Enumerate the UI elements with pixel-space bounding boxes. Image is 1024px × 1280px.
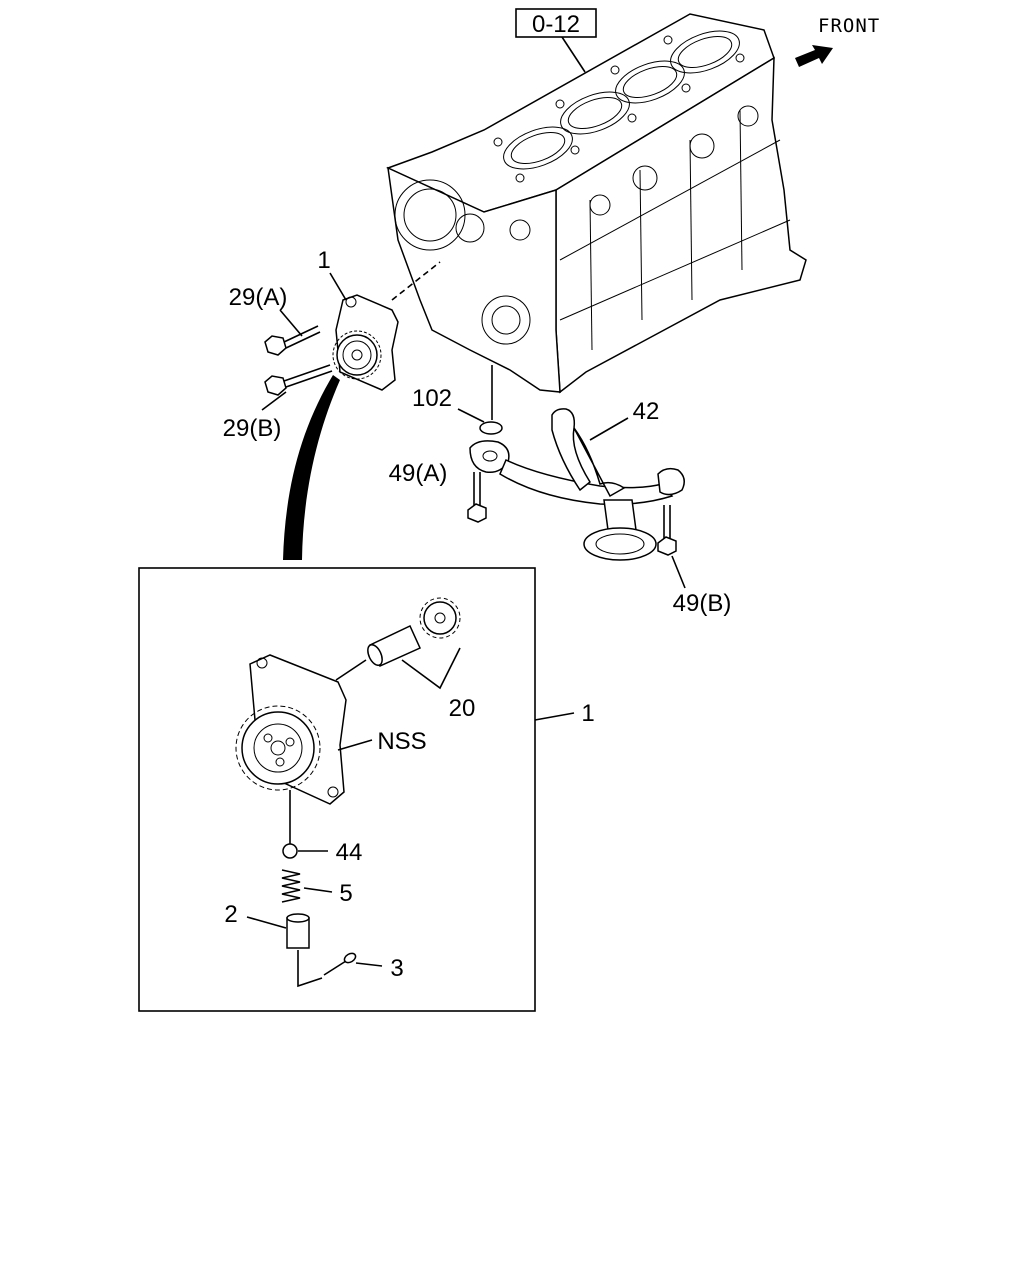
plug-2[interactable] (286, 913, 310, 949)
pin-3[interactable] (323, 952, 357, 976)
callout-2: 2 (224, 901, 237, 928)
spring-5[interactable] (281, 869, 301, 903)
bolt-29b[interactable] (264, 364, 333, 396)
callout-49b: 49(B) (673, 590, 732, 617)
pump-mount-guide (391, 261, 441, 301)
ref-box-label: 0-12 (532, 11, 580, 38)
callout-29b-leader (261, 391, 287, 411)
callout-1-detail: 1 (581, 700, 594, 727)
callout-2-leader (246, 916, 287, 929)
bolt-49a[interactable] (467, 472, 487, 523)
callout-1-detail-leader (534, 712, 575, 721)
gear-20[interactable] (419, 597, 461, 639)
callout-29a: 29(A) (229, 284, 288, 311)
callout-42-leader (589, 417, 629, 441)
callout-49b-leader (671, 555, 686, 589)
callout-1-top: 1 (317, 247, 330, 274)
callout-20: 20 (449, 695, 476, 722)
front-arrow-icon (795, 45, 833, 67)
bolt-29a[interactable] (264, 325, 321, 356)
callout-29a-leader (279, 309, 303, 337)
shaft-20[interactable] (365, 624, 421, 668)
ref-box[interactable]: 0-12 (515, 8, 597, 38)
callout-102: 102 (412, 385, 452, 412)
callout-3-leader (355, 962, 383, 967)
callout-102-leader (457, 408, 485, 423)
bolt-49b[interactable] (657, 505, 677, 556)
callout-5: 5 (339, 880, 352, 907)
front-label: FRONT (818, 15, 880, 37)
callout-20-bracket (401, 647, 461, 690)
ball-44[interactable] (282, 843, 298, 859)
oring-102[interactable] (479, 421, 503, 435)
callout-nss: NSS (377, 728, 426, 755)
callout-5-leader (303, 887, 333, 893)
pin-3-guide (297, 950, 323, 988)
pump-gear-detail[interactable] (235, 705, 321, 791)
callout-42: 42 (633, 398, 660, 425)
oil-pump-installed[interactable] (332, 294, 399, 391)
engine-block (386, 13, 807, 394)
oil-strainer-42[interactable] (469, 408, 685, 561)
detail-pointer-wedge (283, 375, 340, 560)
callout-nss-leader (337, 739, 373, 751)
callout-1-top-leader (329, 272, 347, 301)
callout-29b: 29(B) (223, 415, 282, 442)
ref-box-leader (561, 36, 586, 73)
callout-44: 44 (336, 839, 363, 866)
callout-3: 3 (390, 955, 403, 982)
callout-49a: 49(A) (389, 460, 448, 487)
